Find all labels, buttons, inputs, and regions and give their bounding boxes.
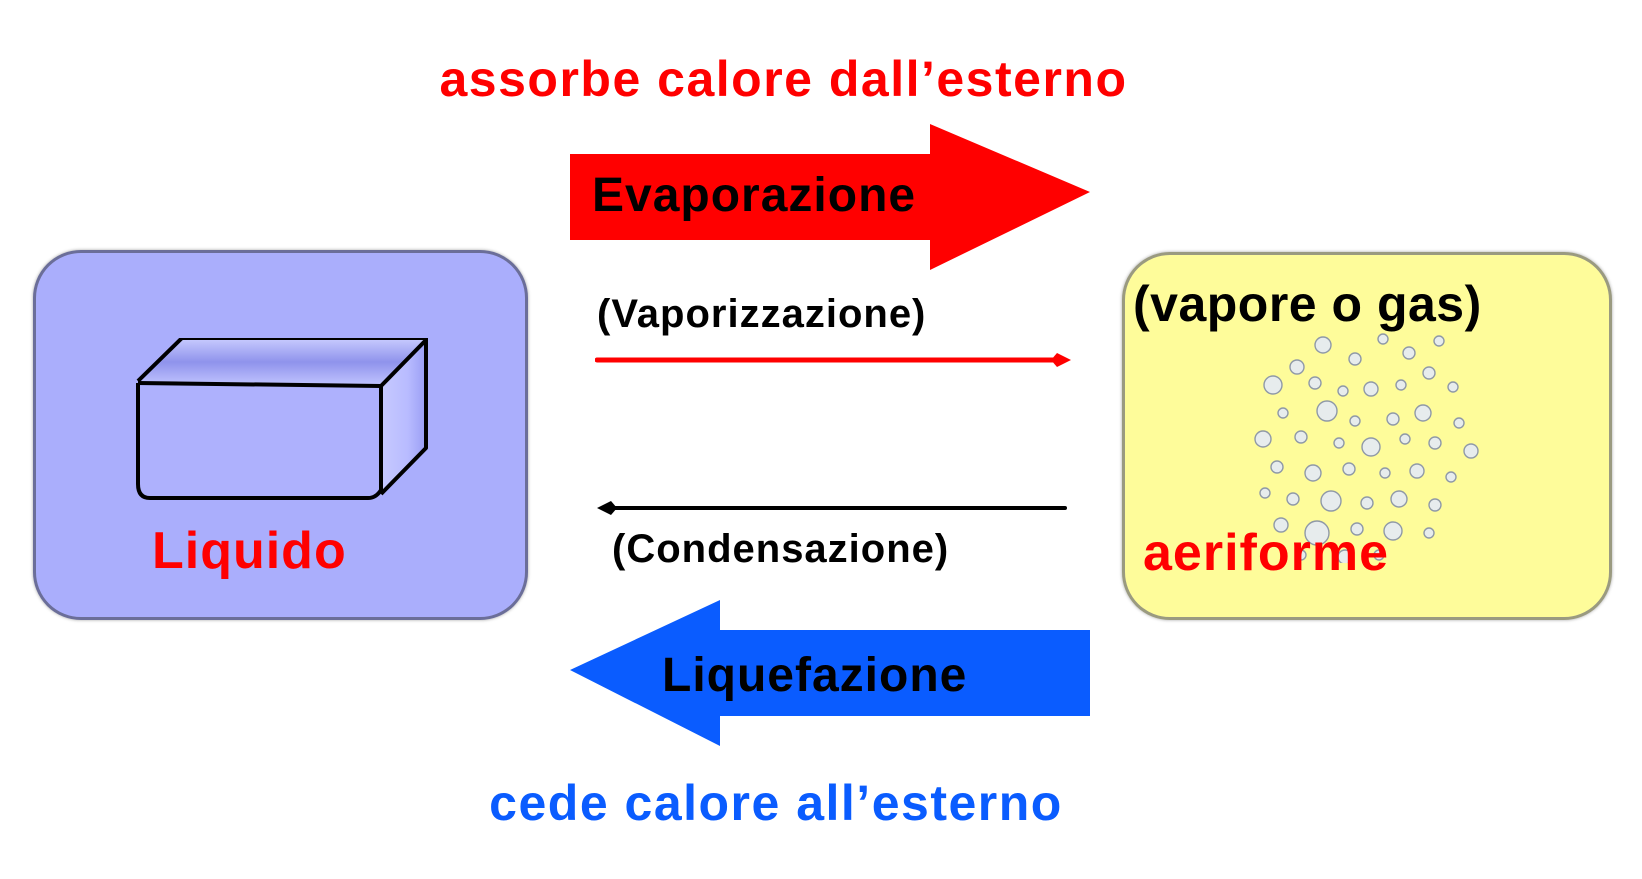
releases-heat-caption: cede calore all’esterno <box>489 775 1063 831</box>
gas-state-box: (vapore o gas) aeriforme <box>1122 252 1612 620</box>
liquefaction-label: Liquefazione <box>662 649 968 702</box>
liquid-state-box: Liquido <box>33 250 528 620</box>
liquefaction-arrow-icon <box>570 600 1090 746</box>
gas-state-label: aeriforme <box>1143 524 1389 582</box>
vaporization-label: (Vaporizzazione) <box>597 292 927 336</box>
evaporation-arrow-icon <box>570 124 1090 270</box>
container-box-icon <box>136 338 428 500</box>
evaporation-label: Evaporazione <box>592 169 917 222</box>
condensation-label: (Condensazione) <box>612 527 950 571</box>
gas-subtitle: (vapore o gas) <box>1133 276 1482 332</box>
condensation-line-arrow-icon <box>597 501 1067 515</box>
liquid-state-label: Liquido <box>152 522 347 580</box>
absorbs-heat-caption: assorbe calore dall’esterno <box>439 51 1128 107</box>
vaporization-line-arrow-icon <box>595 353 1071 367</box>
water-droplets-icon <box>1254 333 1479 563</box>
